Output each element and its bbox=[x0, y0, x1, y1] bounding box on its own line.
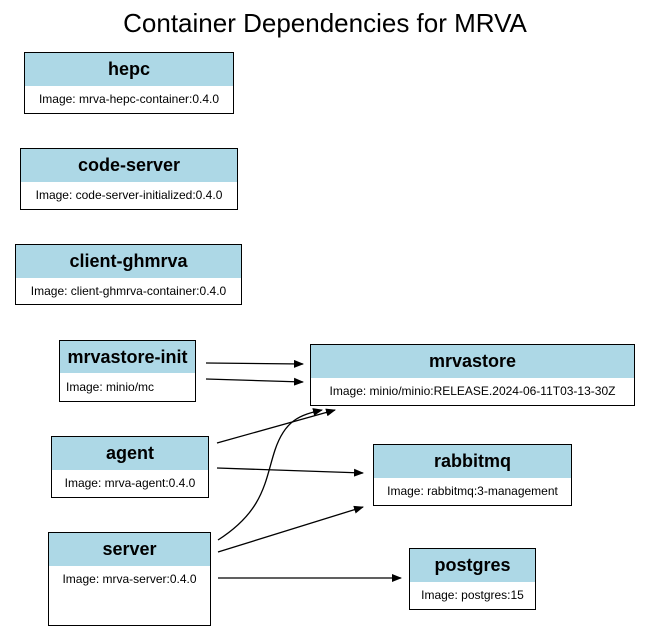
node-image: Image: client-ghmrva-container:0.4.0 bbox=[30, 283, 227, 298]
node-image: Image: postgres:15 bbox=[421, 588, 524, 602]
diagram-title: Container Dependencies for MRVA bbox=[123, 8, 527, 38]
node-title: client-ghmrva bbox=[16, 245, 241, 278]
node-image: Image: code-server-initialized:0.4.0 bbox=[35, 188, 223, 202]
node-image: Image: rabbitmq:3-management bbox=[387, 484, 558, 498]
node-title: agent bbox=[52, 437, 208, 470]
node-server: server Image: mrva-server:0.4.0 bbox=[48, 532, 211, 626]
node-image: Image: minio/minio:RELEASE.2024-06-11T03… bbox=[329, 384, 616, 398]
node-title: mrvastore-init bbox=[60, 341, 195, 373]
node-title: postgres bbox=[410, 549, 535, 582]
node-image: Image: mrva-server:0.4.0 bbox=[62, 572, 197, 586]
node-client-ghmrva: client-ghmrva Image: client-ghmrva-conta… bbox=[15, 244, 242, 305]
node-postgres: postgres Image: postgres:15 bbox=[409, 548, 536, 610]
node-hepc: hepc Image: mrva-hepc-container:0.4.0 bbox=[24, 52, 234, 114]
edge-mrvastore-init-to-mrvastore-1 bbox=[205, 359, 304, 368]
node-code-server: code-server Image: code-server-initializ… bbox=[20, 148, 238, 210]
node-title: hepc bbox=[25, 53, 233, 86]
node-agent: agent Image: mrva-agent:0.4.0 bbox=[51, 436, 209, 498]
node-image: Image: mrva-hepc-container:0.4.0 bbox=[38, 92, 220, 106]
edge-mrvastore-init-to-mrvastore-2 bbox=[205, 377, 304, 386]
node-title: server bbox=[49, 533, 210, 566]
node-mrvastore-init: mrvastore-init Image: minio/mc bbox=[59, 340, 196, 402]
edge-agent-to-rabbitmq bbox=[216, 467, 364, 477]
node-image: Image: mrva-agent:0.4.0 bbox=[64, 476, 196, 490]
node-mrvastore: mrvastore Image: minio/minio:RELEASE.202… bbox=[310, 344, 635, 406]
node-title: mrvastore bbox=[311, 345, 634, 378]
edge-server-to-mrvastore bbox=[217, 408, 323, 541]
edge-agent-to-mrvastore bbox=[216, 408, 336, 444]
edge-server-to-rabbitmq bbox=[217, 505, 364, 553]
node-title: code-server bbox=[21, 149, 237, 182]
node-rabbitmq: rabbitmq Image: rabbitmq:3-management bbox=[373, 444, 572, 506]
node-title: rabbitmq bbox=[374, 445, 571, 478]
node-image: Image: minio/mc bbox=[66, 379, 155, 394]
